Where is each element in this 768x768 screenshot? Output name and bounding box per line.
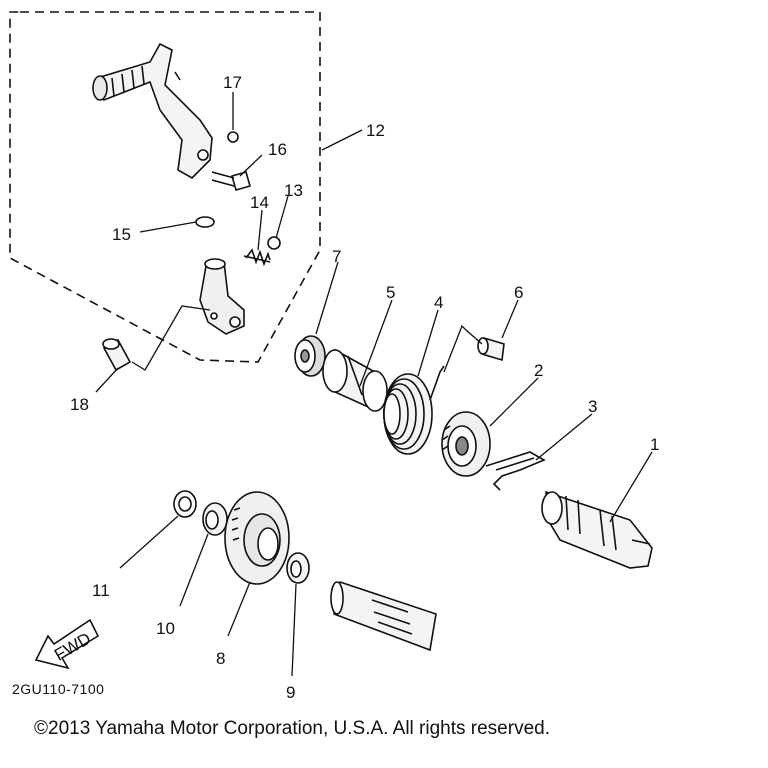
label-18: 18: [70, 395, 89, 414]
fwd-arrow: [34, 618, 100, 670]
label-14: 14: [250, 193, 269, 212]
label-5: 5: [386, 283, 395, 302]
kick-boss: [199, 258, 245, 335]
ratchet-2: [441, 411, 491, 477]
pin-6: [477, 336, 505, 362]
spring-clip-3: [485, 451, 546, 491]
ball-17: [227, 131, 239, 143]
drawing-code: 2GU110-7100: [12, 681, 104, 697]
label-10: 10: [156, 619, 175, 638]
copyright-notice: ©2013 Yamaha Motor Corporation, U.S.A. A…: [34, 718, 550, 739]
idle-gear-8: [224, 491, 290, 585]
label-15: 15: [112, 225, 131, 244]
kick-axle-1: [541, 490, 653, 569]
label-8: 8: [216, 649, 225, 668]
leader-lines: [95, 92, 653, 677]
assembly-boundary: [9, 11, 321, 363]
label-1: 1: [650, 435, 659, 454]
label-11: 11: [92, 581, 110, 600]
label-4: 4: [434, 293, 443, 312]
torsion-spring-4: [383, 365, 445, 455]
label-12: 12: [366, 121, 385, 140]
circlip-11: [173, 490, 197, 518]
label-9: 9: [286, 683, 295, 702]
collar-5: [322, 348, 388, 412]
label-7: 7: [332, 247, 341, 266]
bolt-16: [211, 171, 251, 191]
ball-13: [267, 236, 281, 250]
washer-9: [286, 552, 310, 584]
label-17: 17: [223, 73, 242, 92]
label-3: 3: [588, 397, 597, 416]
kick-crank-lever: [92, 42, 213, 179]
washer-10: [202, 502, 228, 536]
clip-15: [195, 216, 215, 228]
bearing-7: [294, 335, 326, 377]
label-16: 16: [268, 140, 287, 159]
bolt-18: [102, 338, 132, 372]
label-13: 13: [284, 181, 303, 200]
label-2: 2: [534, 361, 543, 380]
label-6: 6: [514, 283, 523, 302]
shaft: [330, 580, 437, 652]
spring-14: [243, 248, 271, 267]
